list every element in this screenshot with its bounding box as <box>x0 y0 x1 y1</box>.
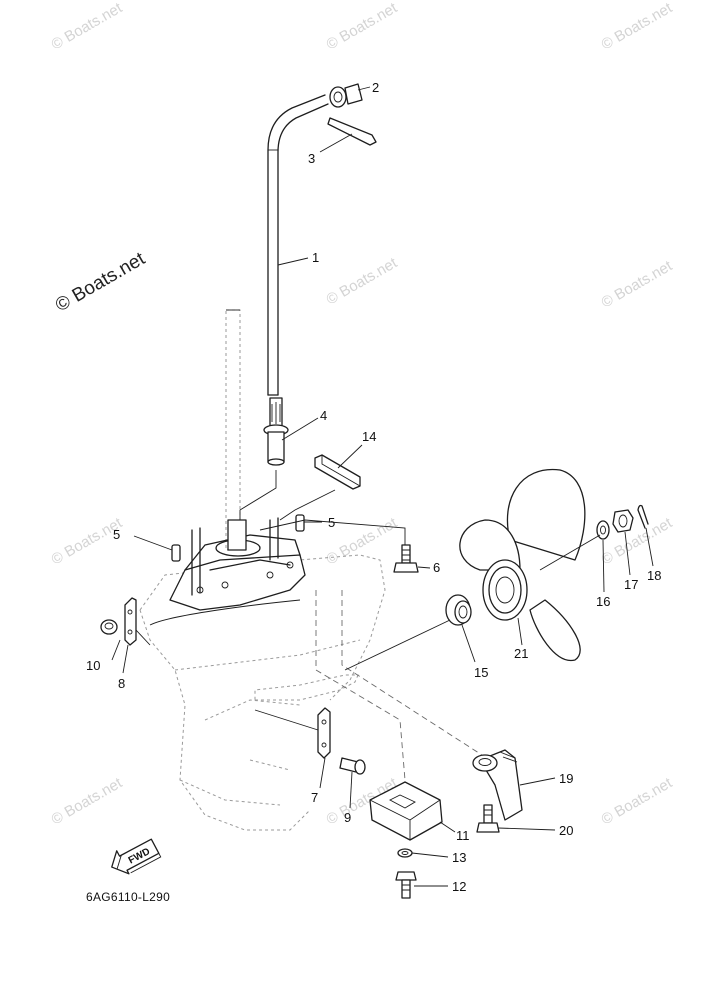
callout-12: 12 <box>452 879 466 894</box>
callout-3: 3 <box>308 151 315 166</box>
watermark: © Boats.net <box>324 0 401 53</box>
callout-7: 7 <box>311 790 318 805</box>
part-4-seal <box>263 397 289 466</box>
callout-13: 13 <box>452 850 466 865</box>
part-17-nut <box>612 509 634 533</box>
callout-8: 8 <box>118 676 125 691</box>
callout-1: 1 <box>312 250 319 265</box>
callout-19: 19 <box>559 771 573 786</box>
callout-labels: 1 2 3 4 14 5 5 6 10 8 7 9 11 13 12 15 21… <box>86 80 661 894</box>
part-12-bolt <box>395 871 417 899</box>
part-13-washer <box>397 848 413 858</box>
callout-18: 18 <box>647 568 661 583</box>
leader-4-base <box>239 470 277 520</box>
part-6-bolt <box>393 544 419 573</box>
watermark-main: © Boats.net <box>52 248 149 316</box>
callout-15: 15 <box>474 665 488 680</box>
part-5-dowel-left <box>171 544 181 562</box>
part-1-water-tube <box>267 94 329 396</box>
watermark: © Boats.net <box>599 774 676 828</box>
callout-20: 20 <box>559 823 573 838</box>
part-10-grommet <box>100 619 118 635</box>
part-16-washer <box>596 520 610 540</box>
assembly-lines <box>315 590 483 781</box>
part-2-grommet <box>329 83 363 108</box>
watermark: © Boats.net <box>599 257 676 311</box>
watermark: © Boats.net <box>599 0 676 53</box>
part-7-bracket <box>317 707 331 759</box>
watermark: © Boats.net <box>49 0 126 53</box>
watermark: © Boats.net <box>324 254 401 308</box>
watermark: © Boats.net <box>49 774 126 828</box>
part-5-dowel-right <box>295 514 305 532</box>
part-18-cotter-pin <box>637 504 649 529</box>
callout-10: 10 <box>86 658 100 673</box>
leader-14-base <box>279 489 336 521</box>
callout-6: 6 <box>433 560 440 575</box>
water-pump-base <box>169 517 306 611</box>
callout-5-right: 5 <box>328 515 335 530</box>
callout-2: 2 <box>372 80 379 95</box>
part-8-bracket <box>124 597 137 646</box>
part-20-bolt <box>476 804 500 833</box>
callout-14: 14 <box>362 429 376 444</box>
callout-17: 17 <box>624 577 638 592</box>
callout-16: 16 <box>596 594 610 609</box>
part-21-propeller <box>459 468 586 662</box>
watermark-layer: © Boats.net © Boats.net © Boats.net © Bo… <box>49 0 676 828</box>
part-19-trim-tab <box>472 749 523 821</box>
callout-11: 11 <box>456 828 470 843</box>
callout-5-left: 5 <box>113 527 120 542</box>
callout-4: 4 <box>320 408 327 423</box>
fwd-arrow-icon: FWD <box>111 838 162 875</box>
callout-9: 9 <box>344 810 351 825</box>
watermark: © Boats.net <box>599 514 676 568</box>
part-11-anode <box>369 781 443 841</box>
callout-leaders <box>111 86 654 887</box>
part-14-seal <box>314 454 361 490</box>
part-9-screw <box>339 757 366 775</box>
diagram-code: 6AG6110-L290 <box>86 890 170 904</box>
alignment-lines <box>135 519 601 731</box>
part-3-plate <box>327 117 377 146</box>
drive-shaft <box>225 309 241 551</box>
callout-21: 21 <box>514 646 528 661</box>
part-15-spacer <box>445 594 472 626</box>
